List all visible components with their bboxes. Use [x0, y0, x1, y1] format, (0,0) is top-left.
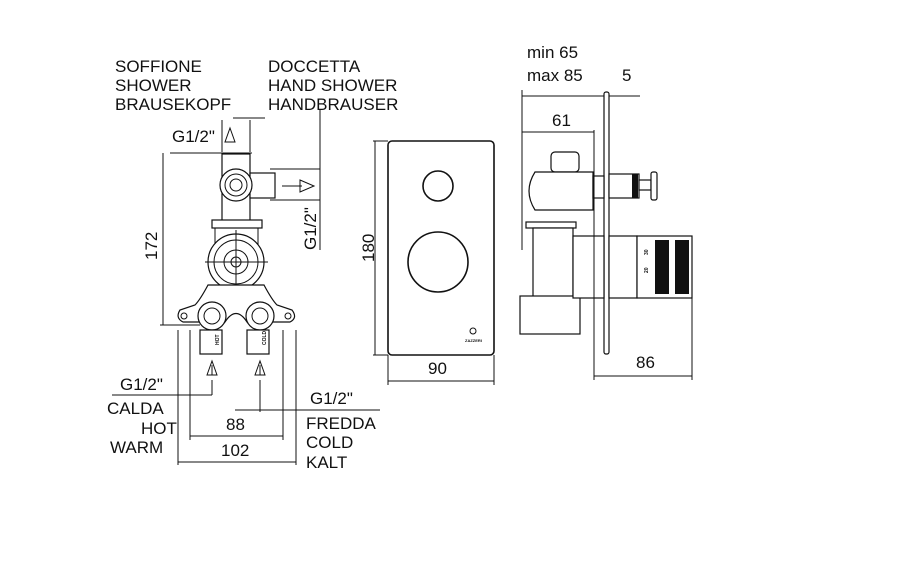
svg-text:DOCCETTA: DOCCETTA — [268, 57, 361, 76]
hot-inlet-label: CALDA HOT WARM — [107, 399, 177, 457]
shower-outlet-label: SOFFIONE SHOWER BRAUSEKOPF — [115, 57, 231, 114]
svg-text:SOFFIONE: SOFFIONE — [115, 57, 202, 76]
cold-thread-label: G1/2" — [310, 389, 353, 408]
hot-inlet-arrow-icon — [206, 359, 218, 376]
plate-thickness-label: 5 — [622, 66, 631, 85]
cold-inlet-label: FREDDA COLD KALT — [306, 414, 377, 472]
depth-min-label: min 65 — [527, 43, 578, 62]
height-180-label: 180 — [359, 234, 378, 262]
svg-text:30: 30 — [644, 249, 650, 255]
svg-text:CALDA: CALDA — [107, 399, 164, 418]
svg-text:WARM: WARM — [110, 438, 163, 457]
depth-61-label: 61 — [552, 111, 571, 130]
height-172-label: 172 — [142, 232, 161, 260]
svg-text:COLD: COLD — [262, 330, 268, 345]
svg-text:HOT: HOT — [215, 334, 221, 345]
svg-text:HAND SHOWER: HAND SHOWER — [268, 76, 397, 95]
valve-body-side: 30 20 — [519, 91, 693, 355]
projection-86-label: 86 — [636, 353, 655, 372]
svg-text:20: 20 — [644, 267, 650, 273]
svg-text:HOT: HOT — [141, 419, 177, 438]
width-102-label: 102 — [221, 441, 249, 460]
outlet-arrow-up-icon — [224, 126, 236, 143]
svg-text:KALT: KALT — [306, 453, 347, 472]
hand-shower-outlet-label: DOCCETTA HAND SHOWER HANDBRAUSER — [268, 57, 398, 114]
cover-plate: ZAZZERI — [387, 140, 495, 356]
svg-text:SHOWER: SHOWER — [115, 76, 192, 95]
brand-logo-icon — [469, 327, 477, 335]
spacing-88-label: 88 — [226, 415, 245, 434]
hot-thread-label: G1/2" — [120, 375, 163, 394]
thread-side-label: G1/2" — [301, 207, 320, 250]
valve-body-front: HOT COLD — [170, 110, 321, 376]
svg-text:BRAUSEKOPF: BRAUSEKOPF — [115, 95, 231, 114]
svg-text:HANDBRAUSER: HANDBRAUSER — [268, 95, 398, 114]
svg-text:COLD: COLD — [306, 433, 353, 452]
svg-text:FREDDA: FREDDA — [306, 414, 377, 433]
svg-text:ZAZZERI: ZAZZERI — [465, 338, 482, 343]
outlet-arrow-right-icon — [282, 179, 316, 193]
cold-inlet-arrow-icon — [254, 359, 266, 376]
depth-max-label: max 85 — [527, 66, 583, 85]
thread-top-label: G1/2" — [172, 127, 215, 146]
width-90-label: 90 — [428, 359, 447, 378]
